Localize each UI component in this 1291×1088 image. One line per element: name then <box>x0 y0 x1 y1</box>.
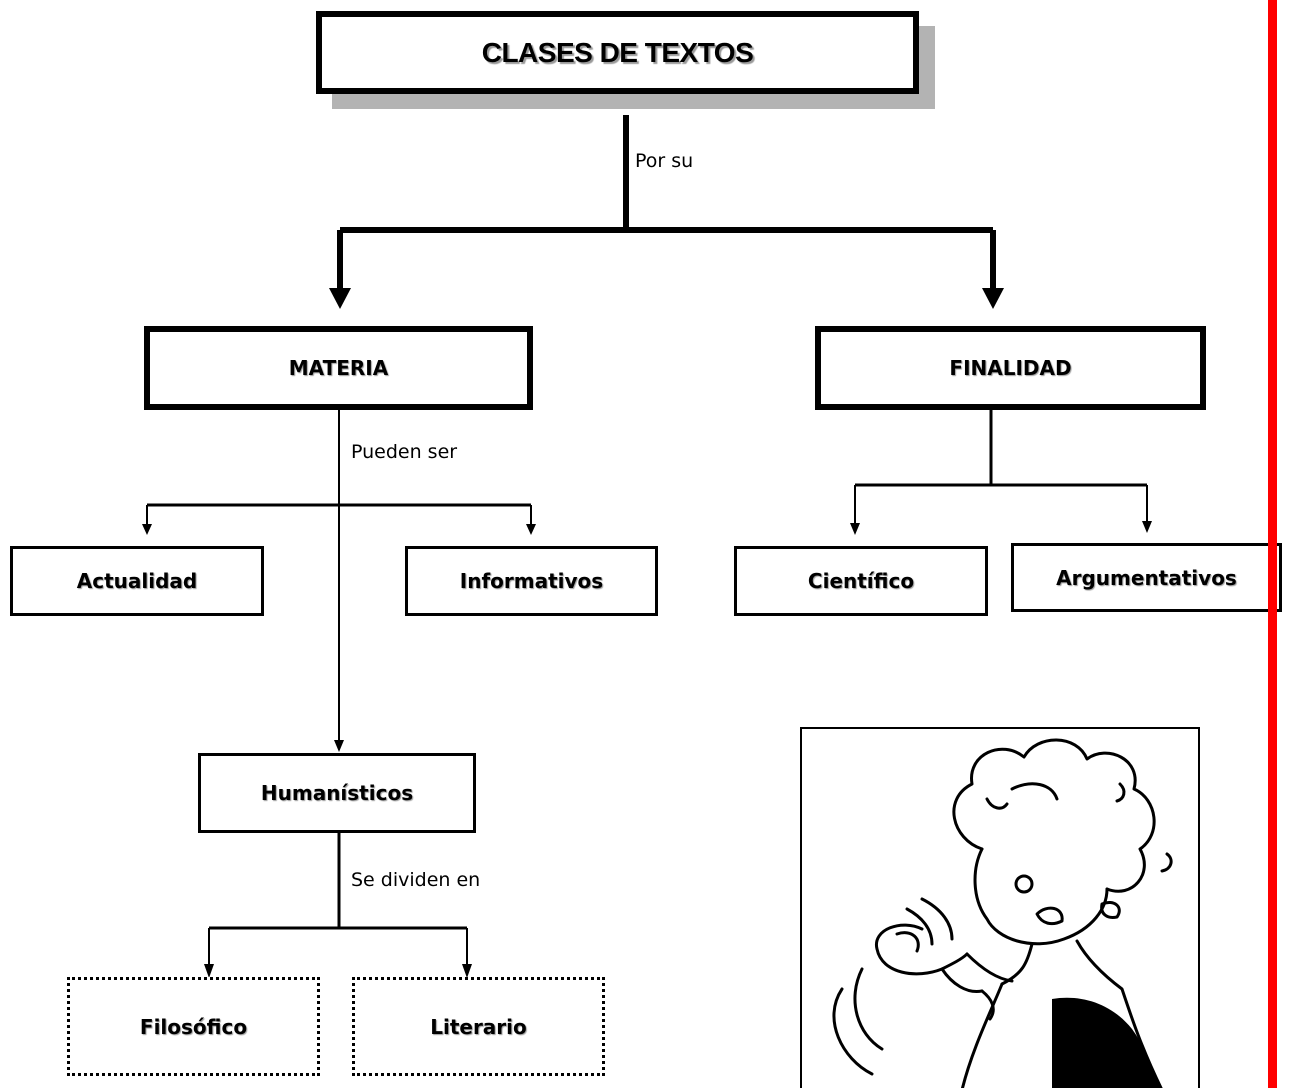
cartoon-illustration <box>800 727 1200 1088</box>
arrow-head-humanisticos <box>334 740 344 752</box>
node-filosofico-label: Filosófico <box>139 1014 248 1039</box>
node-informativos-label: Informativos <box>459 569 604 593</box>
node-informativos: Informativos <box>405 546 658 616</box>
arrow-head-materia <box>329 288 351 309</box>
title-text: CLASES DE TEXTOS <box>481 36 754 68</box>
node-materia-label: MATERIA <box>288 356 389 380</box>
node-literario: Literario <box>352 977 605 1076</box>
red-margin-line <box>1268 0 1277 1088</box>
node-cientifico-label: Científico <box>807 569 915 593</box>
arrow-head-finalidad <box>982 288 1004 309</box>
node-argumentativos: Argumentativos <box>1011 543 1282 612</box>
node-argumentativos-label: Argumentativos <box>1056 565 1237 590</box>
arrow-head-argumentativos <box>1142 521 1152 533</box>
node-filosofico: Filosófico <box>67 977 320 1076</box>
arrow-head-cientifico <box>850 523 860 535</box>
title-box: CLASES DE TEXTOS <box>316 11 919 94</box>
label-pueden-ser: Pueden ser <box>351 441 458 463</box>
node-actualidad: Actualidad <box>10 546 264 616</box>
node-literario-label: Literario <box>430 1014 527 1039</box>
arrow-head-informativos <box>526 524 536 535</box>
node-finalidad: FINALIDAD <box>815 326 1206 410</box>
node-humanisticos-label: Humanísticos <box>260 781 414 805</box>
cartoon-girl-icon <box>832 738 1173 1088</box>
arrow-head-literario <box>462 964 472 978</box>
node-cientifico: Científico <box>734 546 988 616</box>
node-actualidad-label: Actualidad <box>76 569 198 593</box>
label-se-dividen-en: Se dividen en <box>351 869 481 891</box>
node-humanisticos: Humanísticos <box>198 753 476 833</box>
arrow-head-filosofico <box>204 964 214 978</box>
label-por-su: Por su <box>635 150 694 172</box>
node-finalidad-label: FINALIDAD <box>949 356 1072 380</box>
arrow-head-actualidad <box>142 524 152 535</box>
node-materia: MATERIA <box>144 326 533 410</box>
